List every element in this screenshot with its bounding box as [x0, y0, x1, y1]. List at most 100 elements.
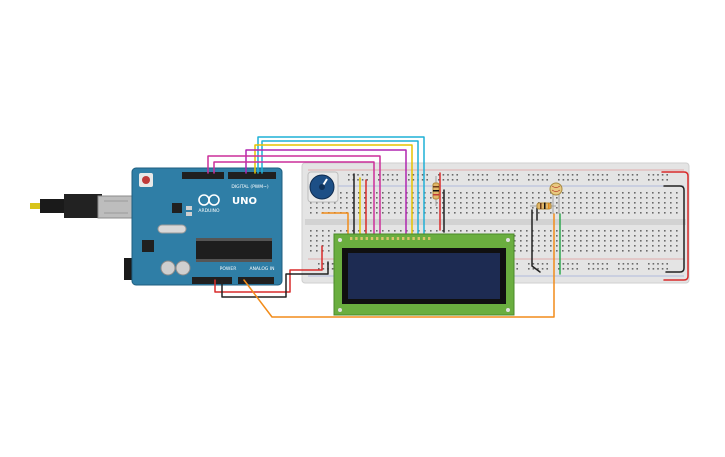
breadboard-hole — [418, 230, 420, 232]
breadboard-hole — [580, 202, 582, 204]
potentiometer[interactable] — [307, 171, 339, 203]
breadboard-hole — [396, 179, 398, 181]
breadboard-hole — [310, 212, 312, 214]
breadboard-hole — [316, 240, 318, 242]
reset-button[interactable] — [139, 173, 153, 187]
breadboard-hole — [454, 207, 456, 209]
breadboard-hole — [502, 212, 504, 214]
breadboard-hole — [588, 268, 590, 270]
breadboard-hole — [382, 230, 384, 232]
breadboard-hole — [502, 192, 504, 194]
breadboard-hole — [352, 212, 354, 214]
breadboard-hole — [592, 207, 594, 209]
breadboard-hole — [364, 197, 366, 199]
breadboard-hole — [580, 240, 582, 242]
breadboard-hole — [574, 240, 576, 242]
breadboard-hole — [646, 192, 648, 194]
breadboard-hole — [454, 230, 456, 232]
wires — [207, 136, 689, 318]
wire-yellow-top — [254, 144, 413, 238]
breadboard-hole — [571, 174, 574, 176]
breadboard-hole — [652, 179, 655, 181]
breadboard-hole — [652, 250, 654, 252]
breadboard-hole — [310, 230, 312, 232]
breadboard-hole — [618, 268, 620, 270]
breadboard-hole — [610, 197, 612, 199]
breadboard-hole — [507, 179, 509, 181]
breadboard-hole — [546, 268, 548, 270]
breadboard-hole — [328, 202, 330, 204]
breadboard-hole — [394, 230, 396, 232]
breadboard-hole — [448, 212, 450, 214]
breadboard-hole — [496, 192, 498, 194]
breadboard-hole — [442, 202, 444, 204]
breadboard-hole — [634, 192, 636, 194]
resistor-sensor[interactable] — [530, 202, 556, 210]
breadboard-hole — [318, 268, 320, 270]
breadboard-hole — [514, 230, 516, 232]
breadboard-hole — [640, 192, 642, 194]
breadboard-hole — [358, 230, 360, 232]
breadboard-hole — [370, 207, 372, 209]
breadboard-hole — [568, 207, 570, 209]
lcd-pin — [422, 237, 426, 240]
breadboard-hole — [526, 207, 528, 209]
breadboard-hole — [528, 263, 530, 265]
breadboard-hole — [640, 230, 642, 232]
breadboard-hole — [622, 235, 624, 237]
breadboard-hole — [528, 268, 530, 270]
breadboard-hole — [400, 197, 402, 199]
breadboard-hole — [472, 230, 474, 232]
breadboard-hole — [610, 207, 612, 209]
breadboard-hole — [646, 240, 648, 242]
breadboard-hole — [657, 268, 659, 270]
microcontroller-chip — [196, 241, 272, 259]
photoresistor[interactable] — [549, 182, 563, 214]
breadboard-hole — [556, 197, 558, 199]
breadboard-hole — [670, 212, 672, 214]
breadboard-hole — [502, 197, 504, 199]
breadboard-hole — [628, 197, 630, 199]
breadboard-hole — [352, 197, 354, 199]
wire-orange-analog — [243, 213, 555, 318]
breadboard-hole — [568, 245, 570, 247]
breadboard-hole — [550, 245, 552, 247]
breadboard-hole — [456, 179, 458, 181]
resistor[interactable] — [432, 176, 440, 206]
breadboard-hole — [562, 268, 565, 270]
wire-black-rail — [663, 185, 685, 273]
breadboard-hole — [478, 207, 480, 209]
breadboard-hole — [544, 192, 546, 194]
breadboard-hole — [544, 212, 546, 214]
breadboard-hole — [406, 207, 408, 209]
breadboard-hole — [406, 202, 408, 204]
breadboard-hole — [340, 202, 342, 204]
breadboard-hole — [666, 263, 668, 265]
breadboard-hole — [532, 202, 534, 204]
breadboard-hole — [538, 250, 540, 252]
breadboard-hole — [366, 174, 368, 176]
breadboard-hole — [532, 197, 534, 199]
breadboard-hole — [580, 192, 582, 194]
breadboard-hole — [322, 207, 324, 209]
breadboard-hole — [640, 212, 642, 214]
breadboard-hole — [502, 179, 505, 181]
breadboard-hole — [316, 207, 318, 209]
breadboard-hole — [484, 212, 486, 214]
breadboard-hole — [537, 179, 539, 181]
breadboard-hole — [328, 207, 330, 209]
breadboard-hole — [556, 202, 558, 204]
breadboard-hole — [322, 240, 324, 242]
breadboard-hole — [496, 207, 498, 209]
breadboard-hole — [558, 179, 560, 181]
breadboard-hole — [334, 207, 336, 209]
breadboard-hole — [664, 202, 666, 204]
breadboard-hole — [544, 250, 546, 252]
breadboard-hole — [568, 230, 570, 232]
lcd-pin — [360, 237, 363, 240]
breadboard-hole — [538, 212, 540, 214]
breadboard-hole — [562, 192, 564, 194]
breadboard-hole — [541, 179, 544, 181]
breadboard-hole — [448, 197, 450, 199]
breadboard-hole — [604, 197, 606, 199]
